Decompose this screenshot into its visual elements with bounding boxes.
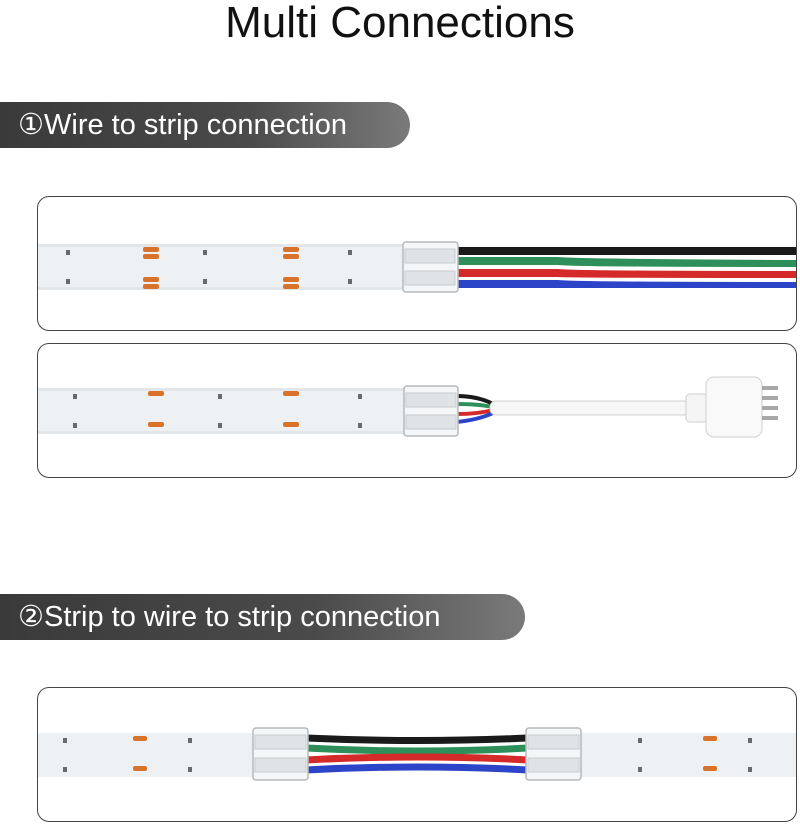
wire-red: [305, 753, 529, 764]
wire-black: [456, 247, 796, 255]
wire-red: [456, 269, 796, 278]
panel-strip-to-wire-to-strip: [37, 687, 797, 822]
panel-wire-to-strip: [37, 196, 797, 331]
clip-connector-icon: [252, 727, 309, 781]
clip-connector-icon: [402, 241, 459, 293]
led-strip-left: [38, 733, 268, 777]
page-title: Multi Connections: [225, 0, 575, 47]
wire-black: [305, 734, 529, 744]
wire-blue: [456, 280, 796, 288]
strip-with-wires-illustration: [38, 241, 796, 293]
strip-with-plug-illustration: [38, 376, 778, 438]
clip-connector-icon: [403, 385, 459, 437]
wire-green: [456, 257, 796, 267]
wire-blue: [305, 763, 529, 774]
led-chips: [133, 736, 717, 771]
section-label-strip-to-wire-to-strip: ②Strip to wire to strip connection: [0, 594, 525, 640]
strip-components: [66, 250, 352, 284]
section-label-wire-to-strip: ①Wire to strip connection: [0, 102, 410, 148]
led-chips: [143, 247, 299, 289]
clip-connector-icon: [525, 727, 582, 781]
led-strip-right: [568, 733, 796, 777]
white-cable: [489, 400, 691, 416]
strip-wire-strip-illustration: [38, 727, 796, 781]
led-strip: [38, 244, 418, 290]
4-pin-plug-icon: [685, 376, 778, 438]
wire-green: [305, 744, 529, 755]
led-chips: [148, 391, 299, 427]
led-strip: [38, 388, 418, 434]
panel-wire-to-plug: [37, 343, 797, 478]
strip-components: [63, 738, 752, 772]
strip-components: [73, 394, 362, 428]
